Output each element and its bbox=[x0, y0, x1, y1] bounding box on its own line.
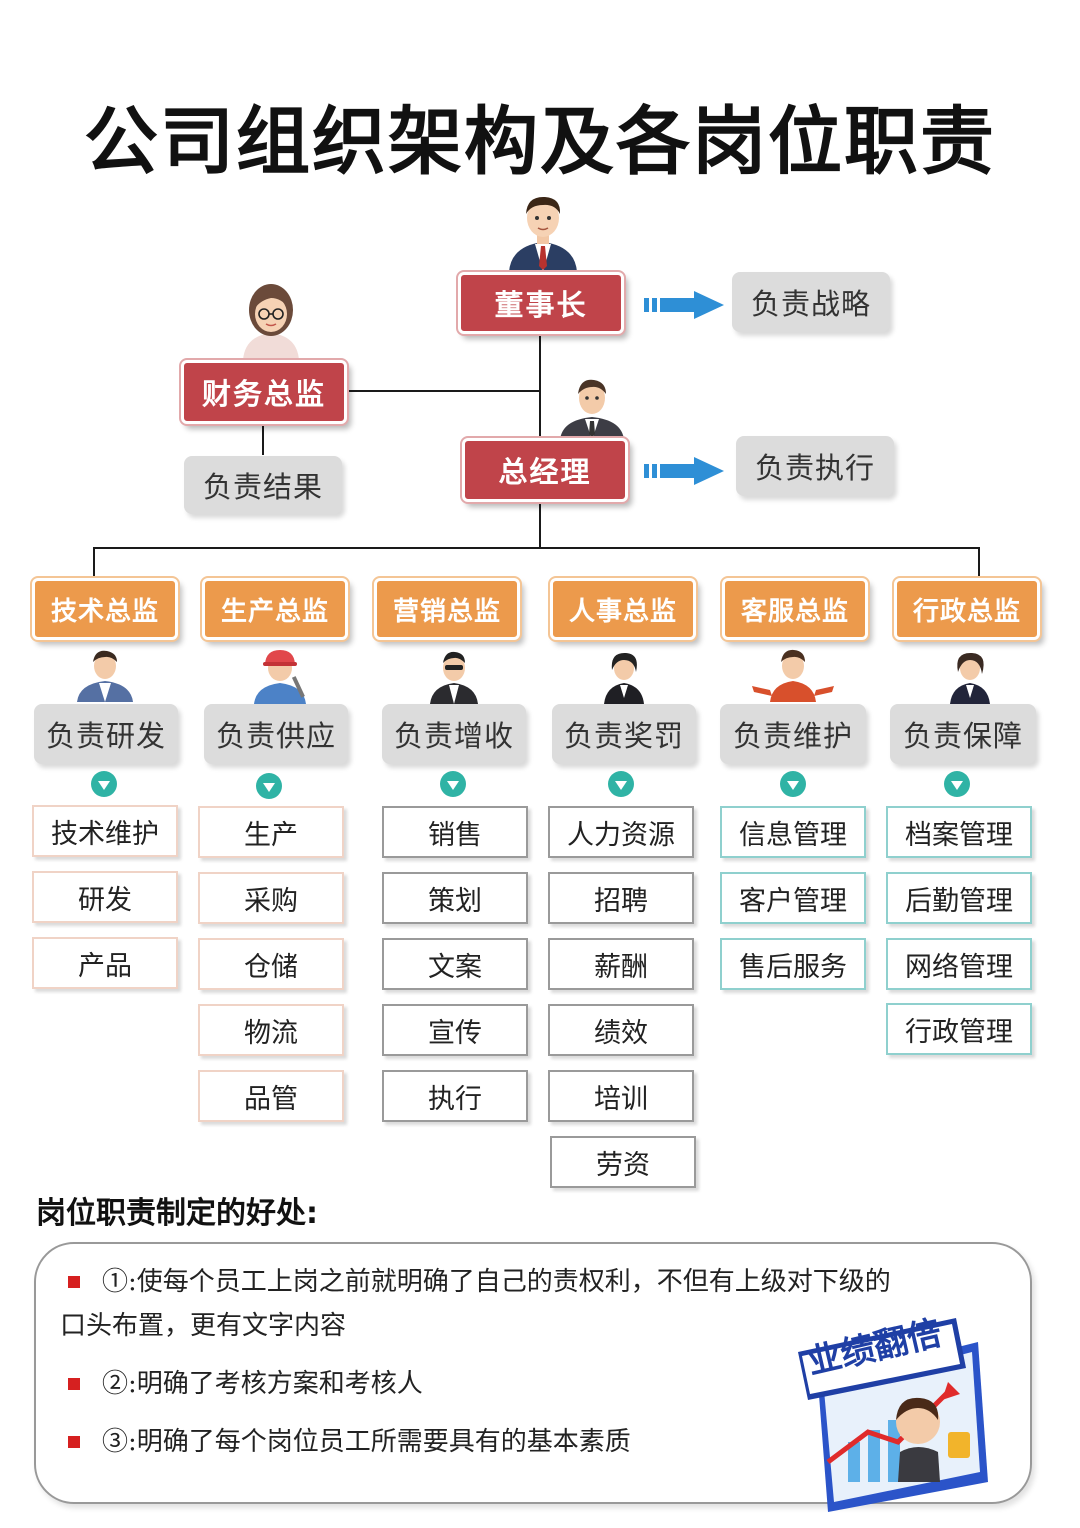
benefit-item-1: ①:使每个员工上岗之前就明确了自己的责权利，不但有上级对下级的 bbox=[102, 1267, 891, 1297]
dept-hr-item: 绩效 bbox=[548, 1004, 694, 1056]
arrow-down-icon bbox=[256, 773, 282, 799]
arrow-down-icon bbox=[608, 771, 634, 797]
hr-avatar-icon bbox=[604, 652, 644, 704]
dept-marketing-item: 销售 bbox=[382, 806, 528, 858]
gm-avatar-icon bbox=[560, 379, 624, 440]
dept-production-item: 采购 bbox=[198, 872, 344, 924]
bullet-icon bbox=[68, 1436, 80, 1448]
connector-drop-1 bbox=[93, 547, 95, 577]
dept-marketing-box: 营销总监 bbox=[374, 578, 520, 640]
sales-avatar-icon bbox=[430, 651, 478, 704]
dept-production-box: 生产总监 bbox=[202, 578, 348, 640]
connector-chairman-gm bbox=[539, 335, 541, 437]
dept-admin-item: 网络管理 bbox=[886, 938, 1032, 990]
arrow-right-icon bbox=[644, 291, 724, 319]
admin-avatar-icon bbox=[950, 652, 990, 704]
worker-avatar-icon bbox=[254, 650, 306, 704]
dept-production-item: 生产 bbox=[198, 806, 344, 858]
dept-hr-item: 人力资源 bbox=[548, 806, 694, 858]
dept-hr-box: 人事总监 bbox=[550, 578, 696, 640]
dept-service-item: 售后服务 bbox=[720, 938, 866, 990]
dept-production-item: 物流 bbox=[198, 1004, 344, 1056]
gm-duty: 负责执行 bbox=[736, 436, 894, 496]
dept-marketing-item: 宣传 bbox=[382, 1004, 528, 1056]
chairman-avatar-icon bbox=[509, 196, 577, 272]
dept-hr-item: 培训 bbox=[548, 1070, 694, 1122]
dept-hr-item: 薪酬 bbox=[548, 938, 694, 990]
cfo-box: 财务总监 bbox=[181, 360, 347, 424]
dept-marketing-item: 策划 bbox=[382, 872, 528, 924]
page-title: 公司组织架构及各岗位职责 bbox=[84, 99, 996, 185]
dept-admin-item: 档案管理 bbox=[886, 806, 1032, 858]
dept-service-item: 客户管理 bbox=[720, 872, 866, 924]
benefit-item-3: ③:明确了每个岗位员工所需要具有的基本素质 bbox=[102, 1427, 631, 1457]
connector-drop-6 bbox=[978, 547, 980, 577]
benefits-panel bbox=[34, 1242, 1032, 1504]
connector-cfo-duty bbox=[262, 425, 264, 455]
cfo-avatar-icon bbox=[243, 284, 299, 360]
cfo-duty: 负责结果 bbox=[184, 456, 342, 514]
arrow-right-icon bbox=[644, 457, 724, 485]
benefit-item-1-continued: 口头布置，更有文字内容 bbox=[60, 1311, 347, 1341]
dept-tech-item: 产品 bbox=[32, 937, 178, 989]
dept-admin-item: 行政管理 bbox=[886, 1003, 1032, 1055]
dept-hr-item: 劳资 bbox=[550, 1136, 696, 1188]
dept-tech-item: 研发 bbox=[32, 871, 178, 923]
chairman-duty: 负责战略 bbox=[732, 272, 890, 332]
dept-service-box: 客服总监 bbox=[722, 578, 868, 640]
dept-marketing-item: 文案 bbox=[382, 938, 528, 990]
connector-cfo bbox=[347, 390, 540, 392]
connector-horizontal-bus bbox=[93, 547, 980, 549]
connector-gm-down bbox=[539, 502, 541, 548]
arrow-down-icon bbox=[944, 771, 970, 797]
dept-service-item: 信息管理 bbox=[720, 806, 866, 858]
chairman-box: 董事长 bbox=[458, 272, 624, 334]
dept-hr-duty: 负责奖罚 bbox=[552, 704, 696, 764]
dept-tech-duty: 负责研发 bbox=[34, 704, 178, 764]
dept-admin-duty: 负责保障 bbox=[890, 704, 1036, 764]
dept-production-item: 品管 bbox=[198, 1070, 344, 1122]
dept-admin-box: 行政总监 bbox=[894, 578, 1040, 640]
performance-badge-illustration bbox=[798, 1318, 988, 1512]
dept-tech-item: 技术维护 bbox=[32, 805, 178, 857]
dept-production-item: 仓储 bbox=[198, 938, 344, 990]
dept-service-duty: 负责维护 bbox=[720, 704, 866, 764]
service-avatar-icon bbox=[752, 649, 834, 702]
dept-marketing-duty: 负责增收 bbox=[382, 704, 526, 764]
benefits-title: 岗位职责制定的好处: bbox=[36, 1196, 318, 1231]
bullet-icon bbox=[68, 1276, 80, 1288]
benefit-item-2: ②:明确了考核方案和考核人 bbox=[102, 1369, 423, 1399]
arrow-down-icon bbox=[91, 771, 117, 797]
arrow-down-icon bbox=[440, 771, 466, 797]
dept-marketing-item: 执行 bbox=[382, 1070, 528, 1122]
arrow-down-icon bbox=[780, 771, 806, 797]
dept-admin-item: 后勤管理 bbox=[886, 872, 1032, 924]
tech-director-avatar-icon bbox=[77, 650, 133, 702]
dept-production-duty: 负责供应 bbox=[204, 704, 348, 764]
dept-tech-box: 技术总监 bbox=[32, 578, 178, 640]
gm-box: 总经理 bbox=[462, 438, 628, 502]
bullet-icon bbox=[68, 1378, 80, 1390]
dept-hr-item: 招聘 bbox=[548, 872, 694, 924]
